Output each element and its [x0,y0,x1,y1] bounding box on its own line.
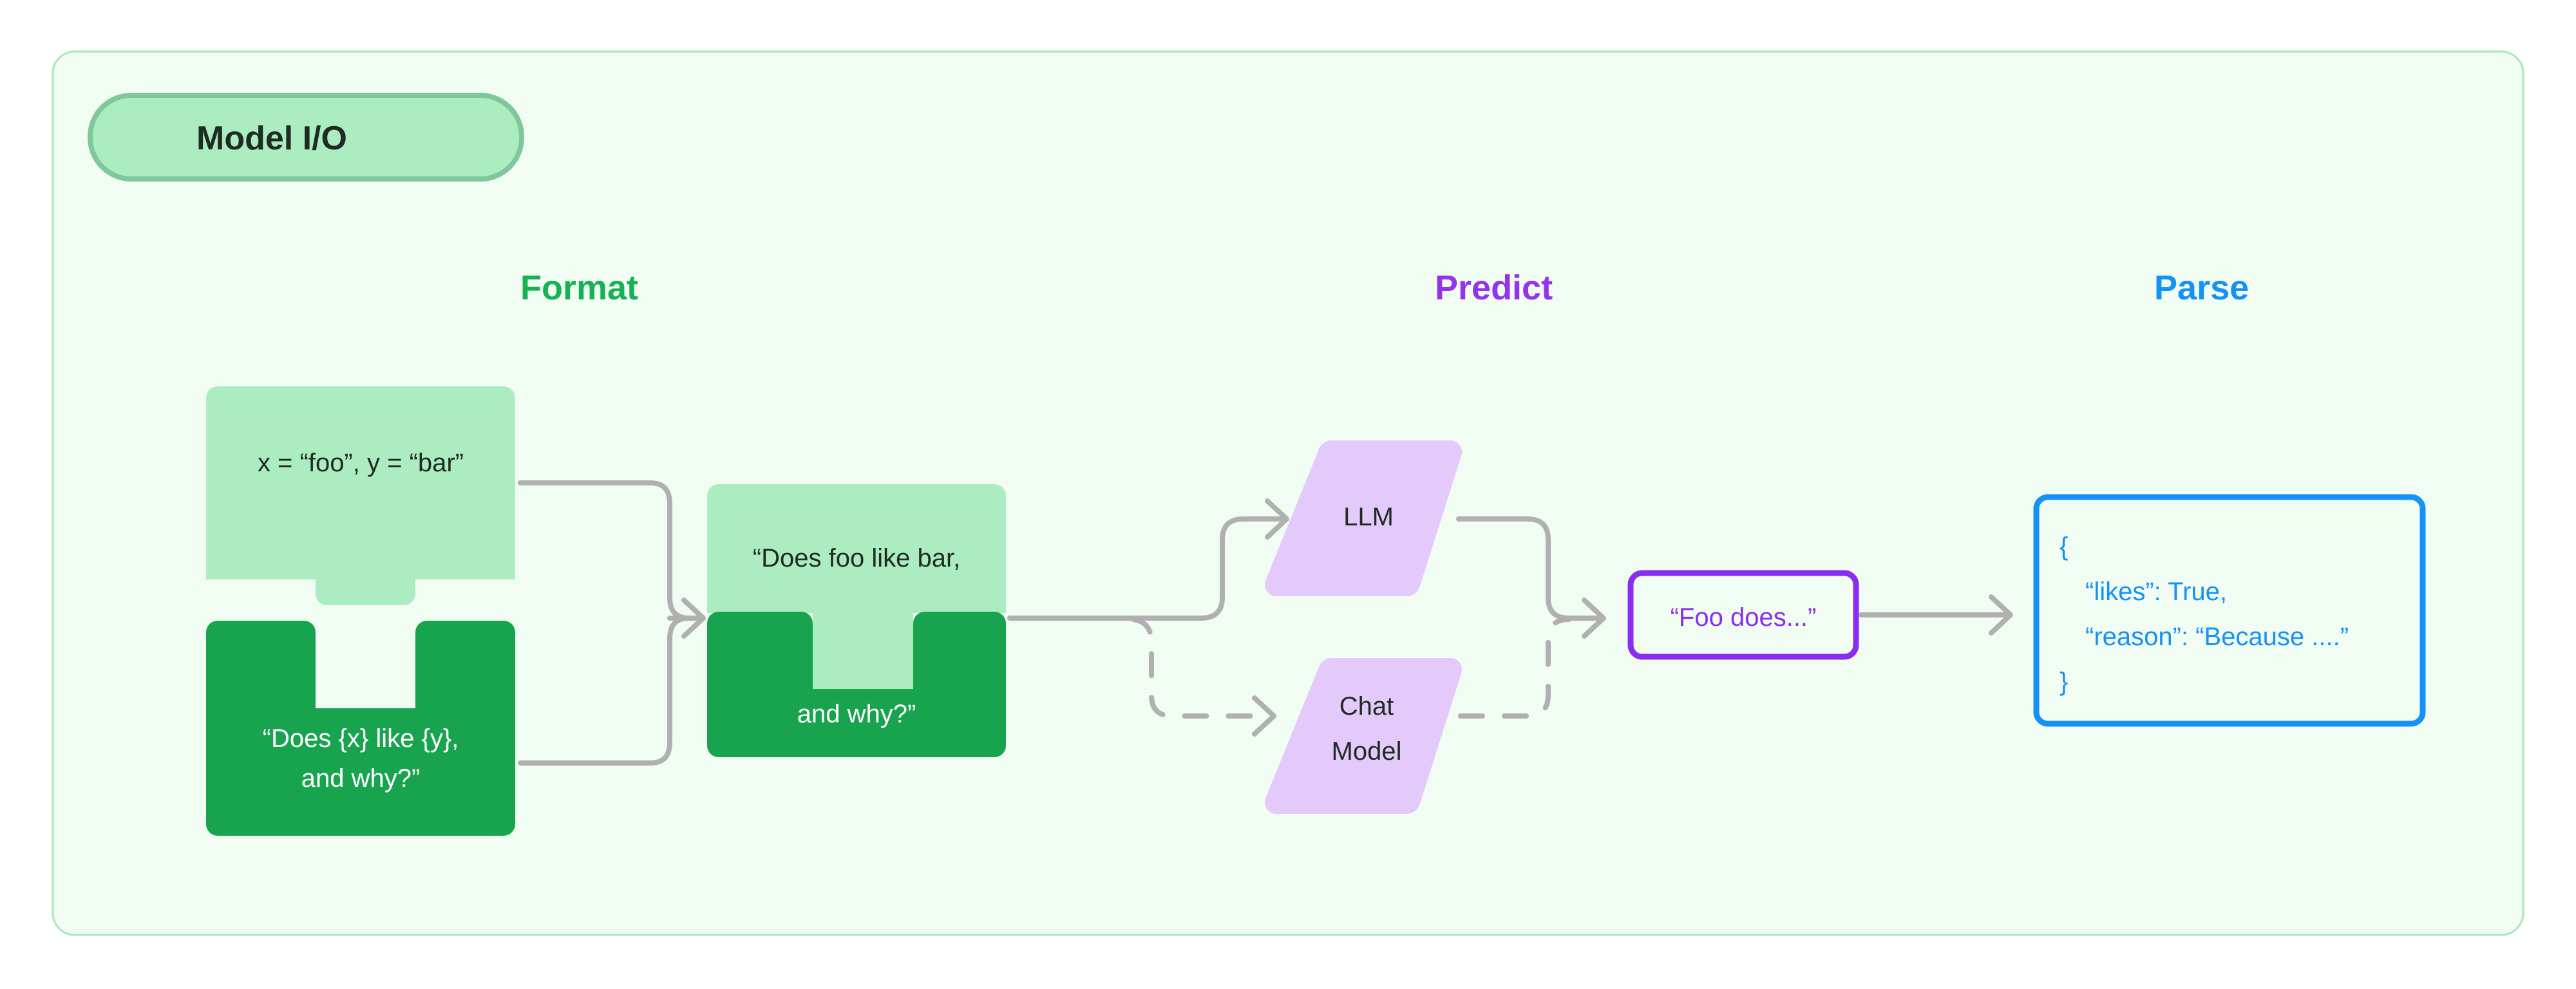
connector-trunk-to-llm [1131,516,1287,621]
parsed-json-line4: } [2060,668,2068,696]
completion-label: “Foo does...” [1671,603,1817,632]
chat-model-shape [1264,657,1463,814]
arrowhead-to-llm [1265,498,1289,540]
model-io-badge: Model I/O [88,93,524,182]
arrowhead-to-formatted [681,598,706,639]
llm-label: LLM [1343,503,1394,531]
completion-box[interactable]: “Foo does...” [1627,570,1859,660]
formatted-bottom-shape [707,612,1006,757]
connector-llm-to-completion [1456,516,1605,621]
prompt-template-line1: “Does {x} like {y}, [263,724,459,753]
parsed-json-box[interactable]: { “likes”: True, “reason”: “Because ....… [2033,494,2426,727]
badge-label: Model I/O [196,120,347,157]
formatted-top-shape [707,484,1006,689]
connector-chat-model-to-completion [1458,617,1571,719]
parsed-json-rect [2033,494,2426,727]
arrowhead-to-chat-model [1252,695,1276,737]
parsed-json-line3: “reason”: “Because ....” [2085,623,2349,651]
llm-shape [1264,440,1463,597]
arrowhead-to-completion [1582,598,1606,639]
column-heading-predict: Predict [1435,268,1553,307]
inputs-piece-shape [206,386,515,605]
connector-trunk-to-chat-model [1131,617,1274,719]
chat-model-label-line1: Chat [1340,692,1394,721]
inputs-puzzle-piece[interactable]: x = “foo”, y = “bar” [206,386,515,605]
arrowhead-to-parsed [1989,594,2013,636]
badge-pill [88,93,524,182]
prompt-template-puzzle-piece[interactable]: “Does {x} like {y}, and why?” [206,621,515,836]
formatted-top-label: “Does foo like bar, [753,544,960,572]
inputs-piece-label: x = “foo”, y = “bar” [258,449,464,477]
parsed-json-line2: “likes”: True, [2085,578,2227,606]
parsed-json-line1: { [2060,532,2068,561]
column-heading-parse: Parse [2154,268,2249,307]
formatted-prompt-piece[interactable]: “Does foo like bar, and why?” [707,484,1006,757]
prompt-template-piece-shape [206,621,515,836]
completion-box-rect [1627,570,1859,660]
chat-model-node[interactable]: Chat Model [1264,657,1463,814]
column-heading-format: Format [520,268,638,307]
chat-model-label-line2: Model [1332,737,1402,766]
formatted-bottom-label: and why?” [797,700,916,728]
prompt-template-line2: and why?” [301,764,421,793]
llm-node[interactable]: LLM [1264,440,1463,597]
